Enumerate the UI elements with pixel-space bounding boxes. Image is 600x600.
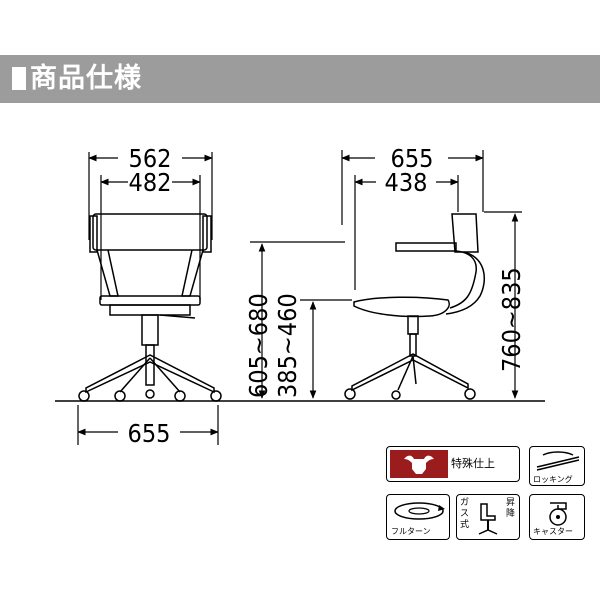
side-seat-depth: 438 (385, 168, 428, 197)
chair-lift-icon (478, 503, 498, 535)
locking-icon (536, 451, 580, 471)
height-dim-lines (250, 241, 352, 399)
locking-badge: ロッキング (529, 446, 585, 486)
rotation-icon (394, 502, 445, 520)
caster-label: キャスター (533, 527, 573, 536)
full-turn-label: フルターン (391, 527, 431, 536)
side-dim-lines (341, 150, 522, 399)
armrest-height-label: 605~680 (244, 293, 273, 398)
caster-badge: キャスター (529, 494, 585, 540)
front-base-width: 655 (128, 419, 171, 448)
total-height-label: 760~835 (497, 267, 526, 372)
seat-height-label: 385~460 (273, 293, 302, 398)
header-square-icon (12, 67, 26, 90)
special-finish-label: 特殊仕上 (451, 457, 495, 470)
locking-label: ロッキング (533, 475, 573, 484)
special-finish-badge: 特殊仕上 (386, 446, 520, 482)
front-inner-width: 482 (129, 168, 172, 197)
page-title: 商品仕様 (30, 63, 142, 94)
full-turn-badge: フルターン (386, 494, 450, 540)
gas-lift-left-label: ガス式 (460, 498, 470, 530)
front-dim-lines (77, 152, 219, 445)
gas-lift-right-label: 昇降 (506, 498, 516, 519)
spec-header: 商品仕様 (0, 55, 600, 103)
front-overall-width: 562 (129, 144, 172, 173)
caster-icon (549, 502, 567, 526)
gas-lift-badge: ガス式 昇降 (456, 494, 520, 540)
bull-icon (390, 450, 448, 478)
side-overall-depth: 655 (391, 144, 434, 173)
front-view-chair (78, 213, 222, 402)
side-view-chair (344, 213, 486, 400)
